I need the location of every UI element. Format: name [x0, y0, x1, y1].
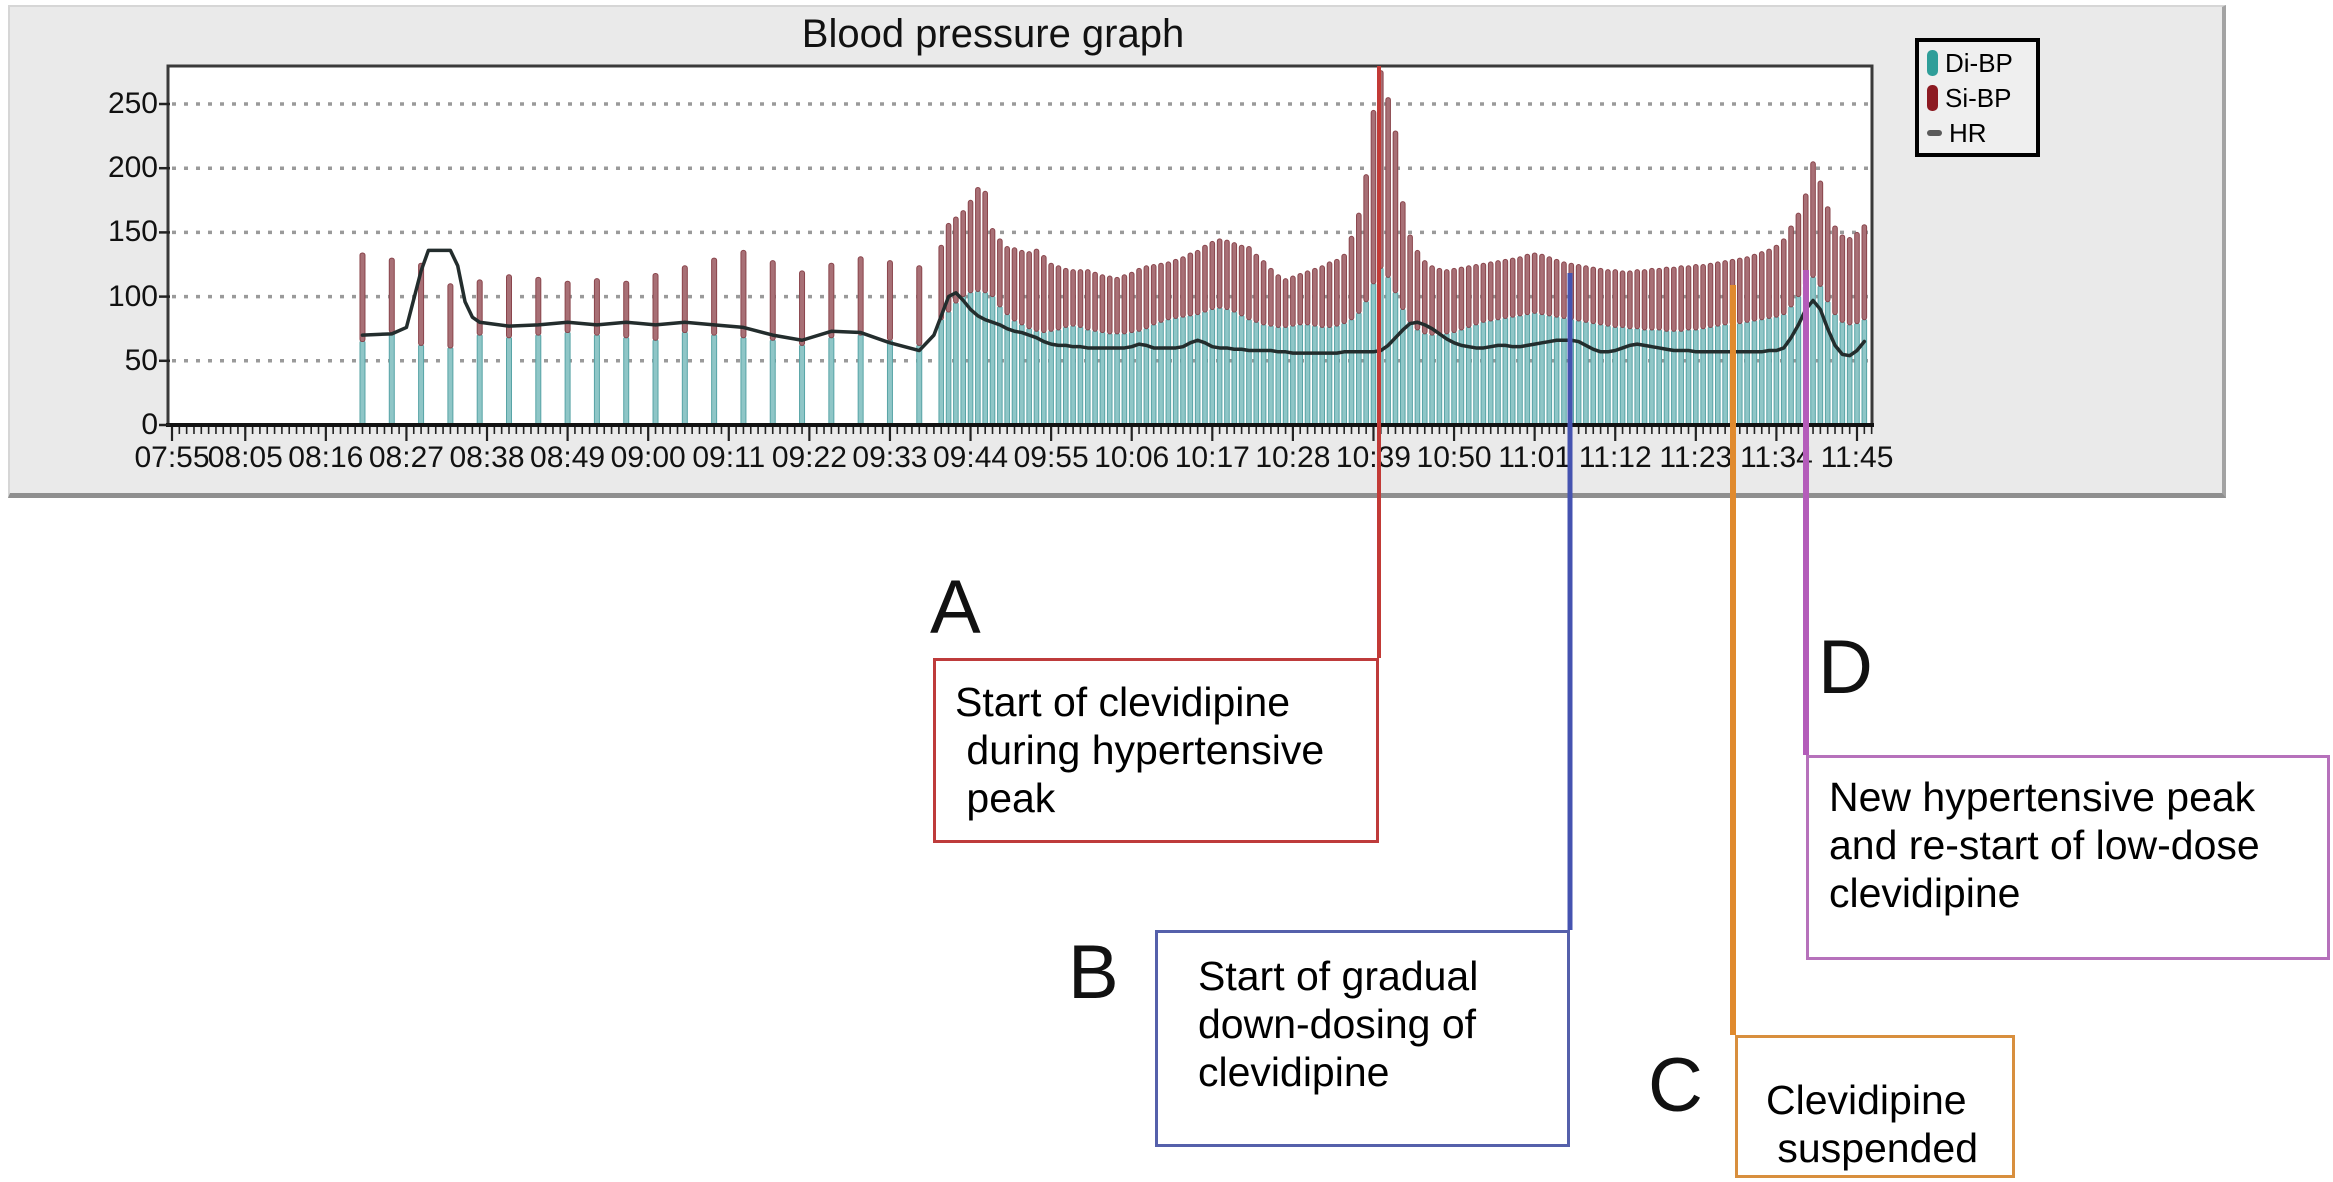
annotation-text: clevidipine	[1198, 1049, 1390, 1095]
annotation-letter-b: B	[1068, 930, 1119, 1015]
y-axis-label: 250	[107, 87, 158, 120]
x-axis-label: 09:33	[852, 441, 928, 474]
legend-label: Si-BP	[1945, 82, 2012, 113]
x-axis-label: 11:12	[1578, 441, 1652, 474]
di-bp-swatch-icon	[1927, 49, 1938, 76]
x-axis-label: 11:45	[1820, 441, 1894, 474]
annotation-text: during hypertensive	[955, 727, 1325, 773]
annotation-letter-a: A	[930, 565, 981, 650]
x-axis-label: 09:00	[610, 441, 686, 474]
x-axis-label: 10:28	[1255, 441, 1331, 474]
y-axis-label: 200	[107, 151, 158, 185]
annotation-text: Start of gradual	[1198, 953, 1479, 999]
x-axis-label: 09:44	[932, 441, 1009, 474]
x-axis-label: 10:39	[1335, 441, 1411, 474]
legend-label: Di-BP	[1945, 47, 2013, 78]
y-axis-label: 50	[124, 343, 158, 377]
si-bp-swatch-icon	[1927, 84, 1938, 111]
x-axis-label: 10:50	[1416, 441, 1492, 474]
x-axis-label: 10:06	[1094, 441, 1170, 474]
x-axis-label: 11:01	[1498, 441, 1572, 474]
x-axis-label: 11:23	[1659, 441, 1733, 474]
x-axis-label: 07:55	[134, 441, 210, 474]
chart-panel	[8, 5, 2226, 498]
annotation-box-a: Start of clevidipine during hypertensive…	[933, 658, 1379, 843]
y-axis-label: 0	[141, 408, 158, 441]
chart-legend: Di-BP Si-BP HR	[1915, 38, 2040, 157]
annotation-text: clevidipine	[1829, 870, 2021, 916]
x-axis-label: 09:55	[1013, 441, 1089, 474]
annotation-text: down-dosing of	[1198, 1001, 1477, 1047]
annotation-box-b: Start of gradual down-dosing of clevidip…	[1155, 930, 1570, 1147]
annotation-box-d: New hypertensive peak and re-start of lo…	[1806, 755, 2330, 960]
y-axis-label: 100	[107, 279, 158, 313]
x-axis-label: 09:22	[771, 441, 847, 474]
x-axis-label: 09:11	[692, 441, 766, 474]
annotation-letter-c: C	[1648, 1043, 1703, 1128]
x-axis-label: 11:34	[1739, 441, 1813, 474]
x-axis-label: 08:49	[530, 441, 606, 474]
hr-swatch-icon	[1927, 129, 1942, 136]
annotation-text: suspended	[1766, 1125, 1979, 1171]
legend-item-si-bp: Si-BP	[1927, 84, 2028, 112]
x-axis-label: 10:17	[1174, 441, 1250, 474]
annotation-text: and re-start of low-dose	[1829, 822, 2260, 868]
chart-title: Blood pressure graph	[801, 12, 1185, 56]
y-axis-label: 150	[107, 215, 158, 249]
legend-label: HR	[1949, 117, 1987, 148]
legend-item-di-bp: Di-BP	[1927, 49, 2028, 77]
x-axis-label: 08:27	[368, 441, 444, 474]
annotation-text: Start of clevidipine	[955, 679, 1291, 725]
x-axis-label: 08:05	[207, 441, 283, 474]
annotation-text: Clevidipine	[1766, 1077, 1967, 1123]
x-axis-label: 08:16	[288, 441, 364, 474]
annotation-letter-d: D	[1818, 625, 1873, 710]
legend-item-hr: HR	[1927, 119, 2028, 147]
annotation-box-c: Clevidipine suspended	[1735, 1035, 2015, 1178]
x-axis-label: 08:38	[449, 441, 525, 474]
annotation-text: New hypertensive peak	[1829, 774, 2256, 820]
annotation-text: peak	[955, 775, 1056, 821]
